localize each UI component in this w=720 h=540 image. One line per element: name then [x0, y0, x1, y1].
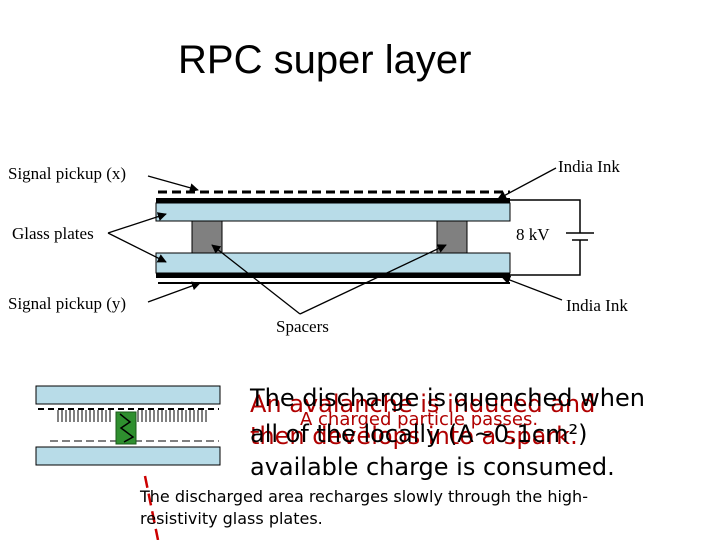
- label-voltage: 8 kV: [516, 225, 550, 244]
- recharge-footnote: The discharged area recharges slowly thr…: [140, 487, 588, 528]
- avalanche-text-line1: An avalanche is induced and: [250, 390, 596, 418]
- high-voltage-circuit: [510, 199, 594, 276]
- electrode-bottom: [156, 273, 510, 278]
- inset-glass-bottom: [35, 446, 221, 466]
- discharge-text-line1: The discharge is quenched when: [250, 384, 645, 412]
- particle-track: [143, 475, 160, 540]
- rpc-inset: [35, 385, 221, 540]
- label-spacers: Spacers: [276, 317, 329, 336]
- inset-glass-top: [35, 385, 221, 405]
- electrode-top: [156, 198, 510, 203]
- arrow-signal-pickup-y: [147, 281, 201, 303]
- label-india-ink-top: India Ink: [558, 157, 620, 176]
- spacer-left: [191, 220, 223, 254]
- arrow-signal-pickup-x: [147, 175, 199, 193]
- arrow-india-ink-bottom: [501, 275, 563, 301]
- discharge-text-line3: available charge is consumed.: [250, 453, 615, 481]
- arrow-glass-plates-1: [107, 212, 167, 234]
- arrow-glass-plates-2: [107, 232, 167, 263]
- glass-plate-bottom: [155, 252, 511, 274]
- spacer-right: [436, 220, 468, 254]
- avalanche-text-line2: then develops into a spark.: [250, 422, 578, 450]
- label-glass-plates: Glass plates: [12, 224, 94, 243]
- label-india-ink-bottom: India Ink: [566, 296, 628, 315]
- glass-plate-top: [155, 202, 511, 222]
- spark-bolt: [119, 413, 135, 443]
- discharge-text-line2: all of the locally (A~0.1cm²): [250, 420, 588, 448]
- arrow-india-ink-top: [497, 167, 557, 200]
- slide-title: RPC super layer: [178, 38, 472, 82]
- inset-field-lines: [57, 410, 207, 422]
- spark-region: [115, 411, 137, 445]
- label-signal-pickup-y: Signal pickup (y): [8, 294, 127, 313]
- arrow-spacers-right: [299, 244, 447, 315]
- particle-text: A charged particle passes.: [300, 409, 539, 430]
- arrow-spacers-left: [211, 244, 301, 315]
- label-signal-pickup-x: Signal pickup (x): [8, 164, 127, 183]
